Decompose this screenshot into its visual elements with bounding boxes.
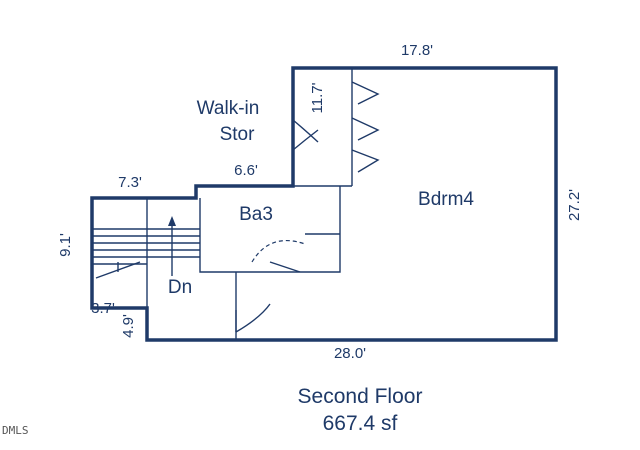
dim-bath-top: 6.6' [234,162,258,179]
hall-door-swing-icon [235,303,271,333]
floor-area: 667.4 sf [323,412,398,435]
closet-door-swing-icon [292,119,319,151]
dim-stair-left: 9.1' [57,233,74,257]
room-label-bedroom: Bdrm4 [418,189,474,210]
dim-bottom-width: 28.0' [334,345,366,362]
room-label-storage-2: Stor [220,124,256,145]
mls-watermark: DMLS [2,424,29,437]
dim-stair-top: 7.3' [118,174,142,191]
room-label-stairs: Dn [168,277,192,298]
exterior-wall [90,66,558,342]
dim-landing-width: 3.7' [91,300,115,317]
room-label-bath: Ba3 [239,204,273,225]
dim-right-height: 27.2' [566,189,583,221]
stair-arrow-icon [168,216,176,276]
stair-treads [92,228,200,279]
room-label-storage-1: Walk-in [197,98,260,119]
bath-door-swing-icon [251,240,306,273]
floor-title: Second Floor [298,385,423,408]
closet-bifold-door-icon [351,81,380,173]
dim-top-width: 17.8' [401,42,433,59]
dim-landing-height: 4.9' [120,314,137,338]
bath-wall [199,186,341,273]
dim-storage-depth: 11.7' [309,82,326,113]
